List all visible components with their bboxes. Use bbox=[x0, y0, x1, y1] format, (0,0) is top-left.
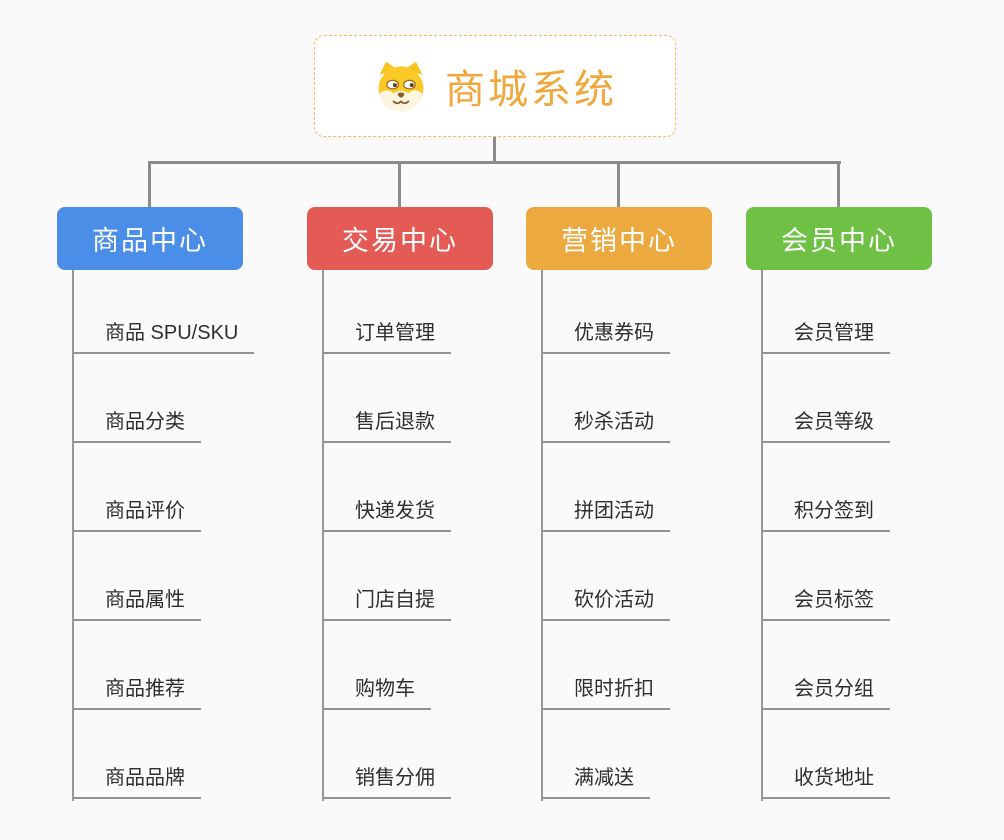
leaf-item[interactable]: 秒杀活动 bbox=[541, 412, 670, 443]
dog-face-icon bbox=[378, 61, 424, 112]
branch-node-3[interactable]: 营销中心 bbox=[526, 207, 712, 270]
leaf-item[interactable]: 商品属性 bbox=[72, 590, 201, 621]
leaf-spine-connector bbox=[322, 270, 324, 801]
leaf-item[interactable]: 优惠券码 bbox=[541, 323, 670, 354]
leaf-item[interactable]: 商品品牌 bbox=[72, 768, 201, 799]
leaf-column-4: 会员管理会员等级积分签到会员标签会员分组收货地址 bbox=[761, 270, 890, 801]
leaf-column-2: 订单管理售后退款快递发货门店自提购物车销售分佣 bbox=[322, 270, 451, 801]
leaf-spine-connector bbox=[541, 270, 543, 801]
leaf-item[interactable]: 拼团活动 bbox=[541, 501, 670, 532]
leaf-spine-connector bbox=[761, 270, 763, 801]
branch-node-1[interactable]: 商品中心 bbox=[57, 207, 243, 270]
leaf-item[interactable]: 会员管理 bbox=[761, 323, 890, 354]
branch-label: 交易中心 bbox=[342, 226, 458, 256]
branch-label: 营销中心 bbox=[561, 226, 677, 256]
leaf-item[interactable]: 限时折扣 bbox=[541, 679, 670, 710]
branch-node-4[interactable]: 会员中心 bbox=[746, 207, 932, 270]
leaf-item[interactable]: 商品分类 bbox=[72, 412, 201, 443]
branch-bus-connector bbox=[148, 161, 841, 164]
branch-drop-connector bbox=[837, 161, 840, 209]
branch-label: 会员中心 bbox=[781, 226, 897, 256]
leaf-column-1: 商品 SPU/SKU 商品分类商品评价商品属性商品推荐商品品牌 bbox=[72, 270, 255, 801]
leaf-item[interactable]: 满减送 bbox=[541, 768, 650, 799]
branch-drop-connector bbox=[398, 161, 401, 209]
branch-node-2[interactable]: 交易中心 bbox=[307, 207, 493, 270]
leaf-item[interactable]: 售后退款 bbox=[322, 412, 451, 443]
leaf-item[interactable]: 快递发货 bbox=[322, 501, 451, 532]
root-stem-connector bbox=[493, 136, 496, 164]
leaf-spine-connector bbox=[72, 270, 74, 801]
leaf-item[interactable]: 订单管理 bbox=[322, 323, 451, 354]
branch-label: 商品中心 bbox=[92, 226, 208, 256]
leaf-item[interactable]: 会员等级 bbox=[761, 412, 890, 443]
branch-drop-connector bbox=[617, 161, 620, 209]
leaf-item[interactable]: 砍价活动 bbox=[541, 590, 670, 621]
leaf-item[interactable]: 门店自提 bbox=[322, 590, 451, 621]
leaf-item[interactable]: 收货地址 bbox=[761, 768, 890, 799]
branch-drop-connector bbox=[148, 161, 151, 209]
leaf-item[interactable]: 会员标签 bbox=[761, 590, 890, 621]
leaf-item[interactable]: 积分签到 bbox=[761, 501, 890, 532]
leaf-item[interactable]: 商品 SPU/SKU bbox=[72, 323, 255, 354]
leaf-item[interactable]: 商品推荐 bbox=[72, 679, 201, 710]
leaf-item[interactable]: 购物车 bbox=[322, 679, 431, 710]
root-node[interactable]: 商城系统 bbox=[314, 35, 676, 137]
leaf-column-3: 优惠券码秒杀活动拼团活动砍价活动限时折扣满减送 bbox=[541, 270, 670, 801]
leaf-item[interactable]: 销售分佣 bbox=[322, 768, 451, 799]
leaf-item[interactable]: 商品评价 bbox=[72, 501, 201, 532]
root-title: 商城系统 bbox=[445, 68, 617, 112]
leaf-item[interactable]: 会员分组 bbox=[761, 679, 890, 710]
